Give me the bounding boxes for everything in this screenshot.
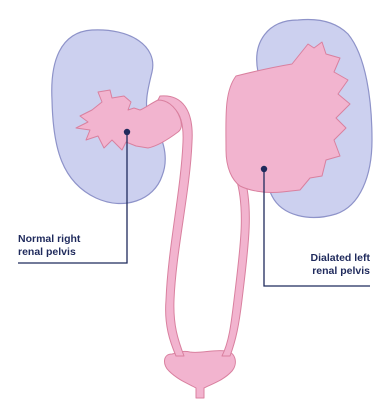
- dilated-pelvis-label-line-2: renal pelvis: [262, 265, 370, 278]
- normal-right-renal-pelvis-label: Normal right renal pelvis: [18, 233, 128, 259]
- dilated-left-renal-pelvis-label: Dialated left renal pelvis: [262, 252, 370, 278]
- bladder: [164, 351, 235, 398]
- dilated-pelvis-leader-dot: [261, 166, 267, 172]
- normal-pelvis-leader-dot: [124, 129, 130, 135]
- dilated-pelvis-label-line-1: Dialated left: [262, 252, 370, 265]
- left-ureter: [222, 176, 249, 356]
- normal-pelvis-label-line-1: Normal right: [18, 233, 128, 246]
- normal-pelvis-label-line-2: renal pelvis: [18, 246, 128, 259]
